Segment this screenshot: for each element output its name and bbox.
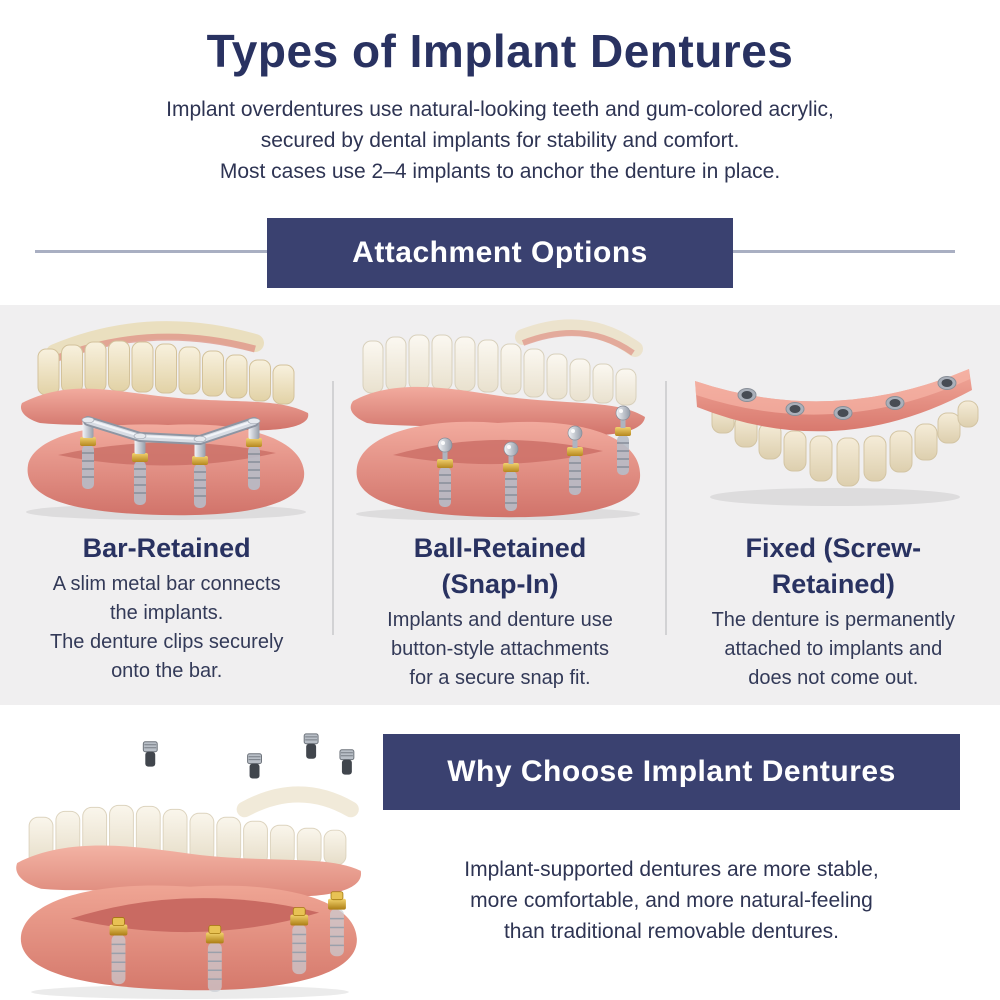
far-teeth-arc [515, 319, 644, 357]
why-choose-text: Implant-supported dentures are more stab… [464, 858, 879, 943]
implant [328, 891, 346, 957]
screw [303, 733, 319, 759]
option-title: Ball-Retained (Snap-In) [413, 533, 587, 599]
shadow [709, 488, 960, 506]
attachment-options-section: Bar-Retained A slim metal bar connects t… [0, 305, 1000, 705]
denture-teeth [37, 340, 295, 405]
option-title: Fixed (Screw- Retained) [745, 533, 922, 599]
option-fixed-screw-retained: Fixed (Screw- Retained) The denture is p… [667, 305, 1000, 705]
ball-implants [437, 405, 632, 511]
screw-hole [885, 396, 905, 410]
intro-text: Implant overdentures use natural-looking… [166, 98, 834, 183]
implant [109, 917, 128, 985]
gold-implants [109, 891, 346, 993]
denture-gum-band [351, 386, 646, 436]
implant [290, 907, 309, 975]
gum-ridge-base [26, 424, 307, 520]
attachment-options-banner: Attachment Options [267, 218, 733, 288]
metal-bar [83, 416, 260, 445]
implant [503, 441, 520, 511]
upper-denture [16, 786, 362, 897]
option-description: A slim metal bar connects the implants. … [49, 573, 284, 682]
denture-gum-band [16, 845, 362, 897]
option-bar-retained: Bar-Retained A slim metal bar connects t… [0, 305, 333, 705]
upper-denture [21, 321, 309, 431]
implant [437, 437, 454, 507]
tongue [70, 898, 320, 933]
screw-holes [737, 376, 957, 420]
option-description: Implants and denture use button-style at… [387, 609, 613, 689]
column-divider [332, 381, 334, 635]
gum-ridge-base [356, 421, 641, 520]
page-title: Types of Implant Dentures [206, 25, 794, 77]
implant-denture-illustration [16, 733, 362, 1000]
implants-with-bar [80, 416, 263, 508]
far-gum-arc [522, 330, 636, 356]
screw [247, 753, 262, 779]
ball-retained-denture-illustration [351, 319, 646, 520]
implant [567, 425, 584, 495]
upper-denture [351, 319, 646, 436]
denture-teeth [711, 400, 979, 487]
option-description: The denture is permanently attached to i… [711, 609, 956, 689]
why-choose-section: Why Choose Implant Dentures Implant-supp… [0, 705, 1000, 1000]
screw-hole [833, 406, 853, 420]
screw-hole [785, 402, 805, 416]
attachment-banner-row: Attachment Options [0, 218, 1000, 288]
screw [339, 749, 355, 775]
option-title: Bar-Retained [82, 533, 251, 563]
gum-arch [694, 369, 972, 432]
implant [205, 925, 224, 993]
screw [142, 741, 158, 767]
far-teeth-arc [236, 786, 359, 818]
ridge-shading [58, 442, 277, 466]
screw-hole [937, 376, 957, 390]
far-teeth-arc [46, 321, 265, 362]
fixed-denture-illustration [694, 369, 979, 506]
implant [615, 405, 632, 475]
why-choose-banner: Why Choose Implant Dentures [383, 734, 960, 810]
why-choose-content: Why Choose Implant Dentures Implant-supp… [378, 705, 1000, 1000]
denture-teeth [362, 334, 637, 406]
bar-retained-denture-illustration [21, 321, 309, 520]
option-ball-retained: Ball-Retained (Snap-In) Implants and den… [333, 305, 666, 705]
column-divider [665, 381, 667, 635]
jaw-with-tongue [20, 885, 357, 1000]
screw-hole [737, 388, 757, 402]
floating-screws [142, 733, 355, 779]
